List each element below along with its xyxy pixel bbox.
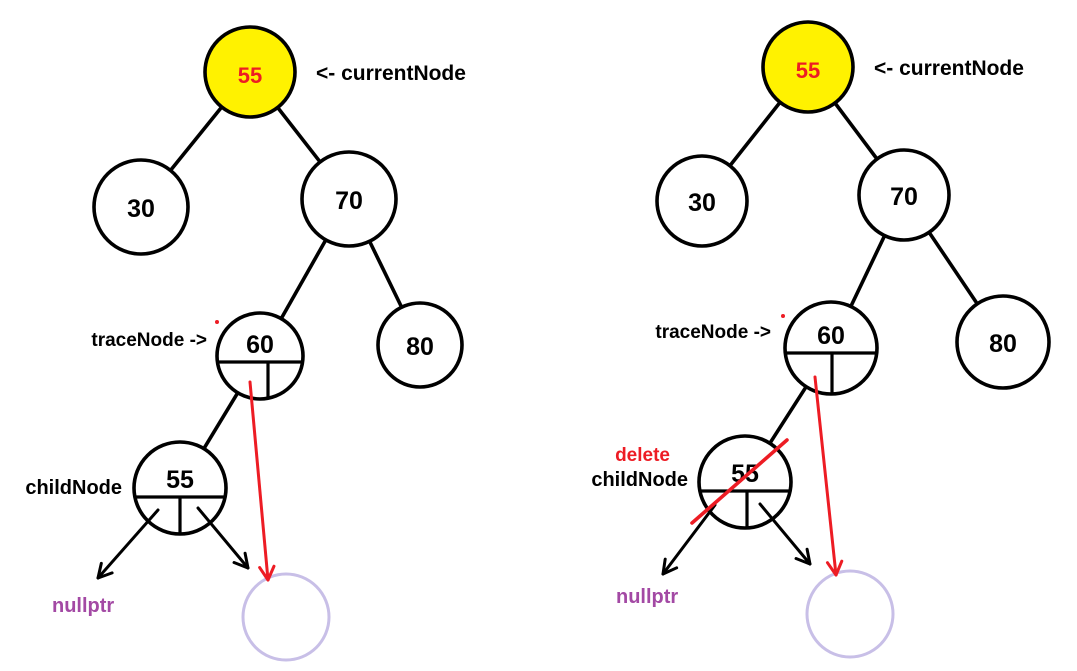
left-null-pointer-arrow-head: [661, 557, 679, 576]
right-null-pointer-arrow-head: [232, 551, 250, 570]
node-circle-root-currentNode: [203, 25, 297, 119]
label-trace: traceNode ->: [91, 330, 207, 351]
node-value-n80: 80: [406, 333, 434, 361]
stray-red-dot: [215, 320, 219, 324]
node-circle-n30: [92, 158, 190, 256]
left-null-pointer-arrow: [661, 503, 717, 576]
node-value-root: 55: [238, 63, 262, 88]
node-circle-root-currentNode: [761, 20, 855, 114]
node-value-n30: 30: [127, 195, 155, 223]
label-delete: delete: [615, 445, 670, 466]
node-circle-n70: [300, 150, 398, 248]
node-value-n60: 60: [817, 322, 845, 350]
node-circle-n80: [376, 301, 464, 389]
node-value-n70: 70: [335, 187, 363, 215]
ghost-node-circle: [241, 572, 331, 662]
node-value-root: 55: [796, 58, 820, 83]
node-value-n30: 30: [688, 189, 716, 217]
node-circle-n60-traceNode: [783, 300, 879, 396]
left-null-pointer-arrow: [96, 508, 160, 580]
tree-edge-root-n30: [169, 105, 224, 172]
tracenode-left-link-arrow: [813, 375, 838, 577]
label-child: childNode: [25, 477, 122, 499]
label-current: <- currentNode: [874, 57, 1024, 80]
tree-edge-root-n70: [276, 106, 322, 164]
node-value-n60: 60: [246, 331, 274, 359]
node-circle-n60-traceNode: [215, 311, 305, 401]
tracenode-left-link-arrow: [248, 380, 270, 582]
tracenode-left-link-arrow-head: [258, 564, 276, 582]
left-null-pointer-arrow-head: [96, 561, 114, 580]
label-current: <- currentNode: [316, 62, 466, 85]
delete-cross-out-slash: [690, 438, 789, 525]
node-circle-n80: [955, 294, 1051, 390]
tracenode-left-link-arrow-head: [825, 559, 844, 577]
node-value-n80: 80: [989, 330, 1017, 358]
tree-edge-n70-n80: [367, 240, 404, 309]
tree-edge-n70-n60: [279, 238, 328, 320]
label-trace: traceNode ->: [655, 322, 771, 343]
right-null-pointer-arrow-head: [794, 547, 812, 566]
node-circle-n70: [857, 148, 951, 242]
right-null-pointer-arrow: [758, 502, 812, 566]
node-value-child: 55: [166, 466, 194, 494]
right-null-pointer-arrow: [196, 506, 250, 570]
label-nullptr: nullptr: [616, 586, 678, 608]
tree-edge-n60-child: [202, 391, 240, 450]
label-nullptr: nullptr: [52, 595, 114, 617]
node-circle-n30: [655, 154, 749, 248]
label-child: childNode: [591, 469, 688, 491]
ghost-node-circle: [805, 569, 895, 659]
tree-edge-root-n70: [833, 101, 879, 161]
tree-edge-n70-n80: [927, 231, 979, 305]
node-value-n70: 70: [890, 183, 918, 211]
tree-edge-n60-child: [768, 385, 808, 445]
tree-edge-n70-n60: [849, 234, 887, 308]
tree-edge-root-n30: [728, 101, 782, 167]
stray-red-dot: [781, 314, 785, 318]
node-circle-child-childNode: [697, 434, 793, 530]
tree-before-delete: 55 30 70 60 80 55 <- currentNode traceNode -> ch…: [25, 25, 466, 662]
